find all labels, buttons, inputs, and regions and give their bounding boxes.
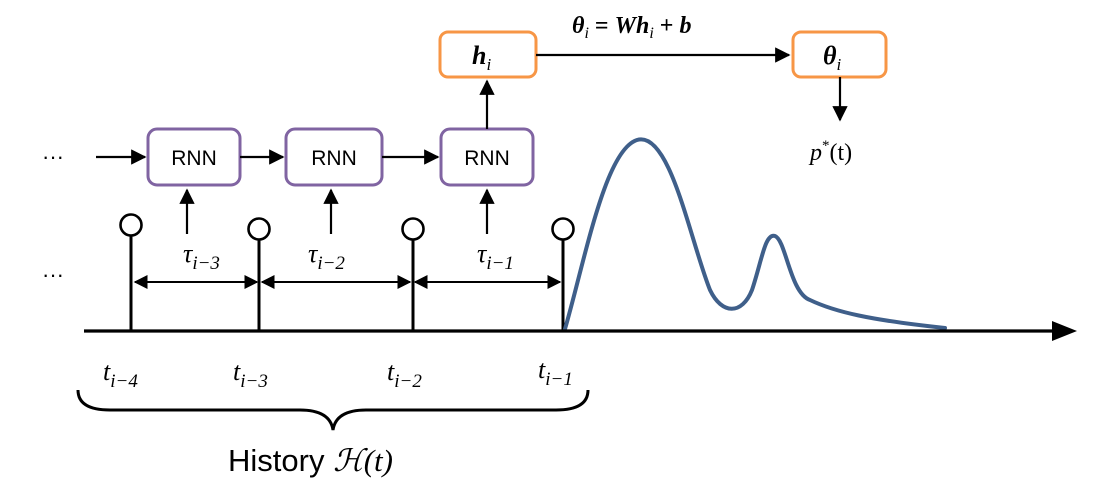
event-marker-2: [247, 217, 271, 241]
ellipsis-top: ···: [42, 144, 64, 169]
equation-label: θi = Whi + b: [572, 13, 691, 42]
density-curve: [563, 137, 947, 331]
hidden-state-label: hi: [472, 41, 491, 74]
event-marker-1: [119, 213, 143, 237]
timestamp-label-3: ti−2: [387, 357, 422, 392]
event-marker-3: [401, 217, 425, 241]
event-marker-4: [551, 217, 575, 241]
interval-label-3: τi−1: [477, 239, 514, 274]
hidden-state-box: hi: [438, 30, 538, 79]
ellipsis-bottom: ···: [42, 262, 64, 287]
theta-box: θi: [791, 30, 888, 79]
history-brace: [76, 389, 590, 431]
rnn-box-1-label: RNN: [171, 147, 217, 170]
density-label: p*(t): [808, 138, 852, 166]
rnn-box-2-label: RNN: [311, 147, 357, 170]
rnn-box-2: RNN: [284, 127, 384, 187]
theta-box-label: θi: [823, 41, 842, 74]
history-label: History ℋ(t): [228, 443, 393, 479]
rnn-box-3: RNN: [439, 127, 535, 187]
interval-label-2: τi−2: [308, 239, 345, 274]
rnn-box-1: RNN: [146, 127, 242, 187]
rnn-box-3-label: RNN: [464, 147, 510, 170]
time-axis-arrowhead: [1052, 321, 1077, 341]
interval-label-1: τi−3: [183, 239, 220, 274]
timestamp-label-2: ti−3: [233, 357, 268, 392]
timestamp-label-1: ti−4: [103, 357, 138, 392]
timestamp-label-4: ti−1: [538, 355, 573, 390]
